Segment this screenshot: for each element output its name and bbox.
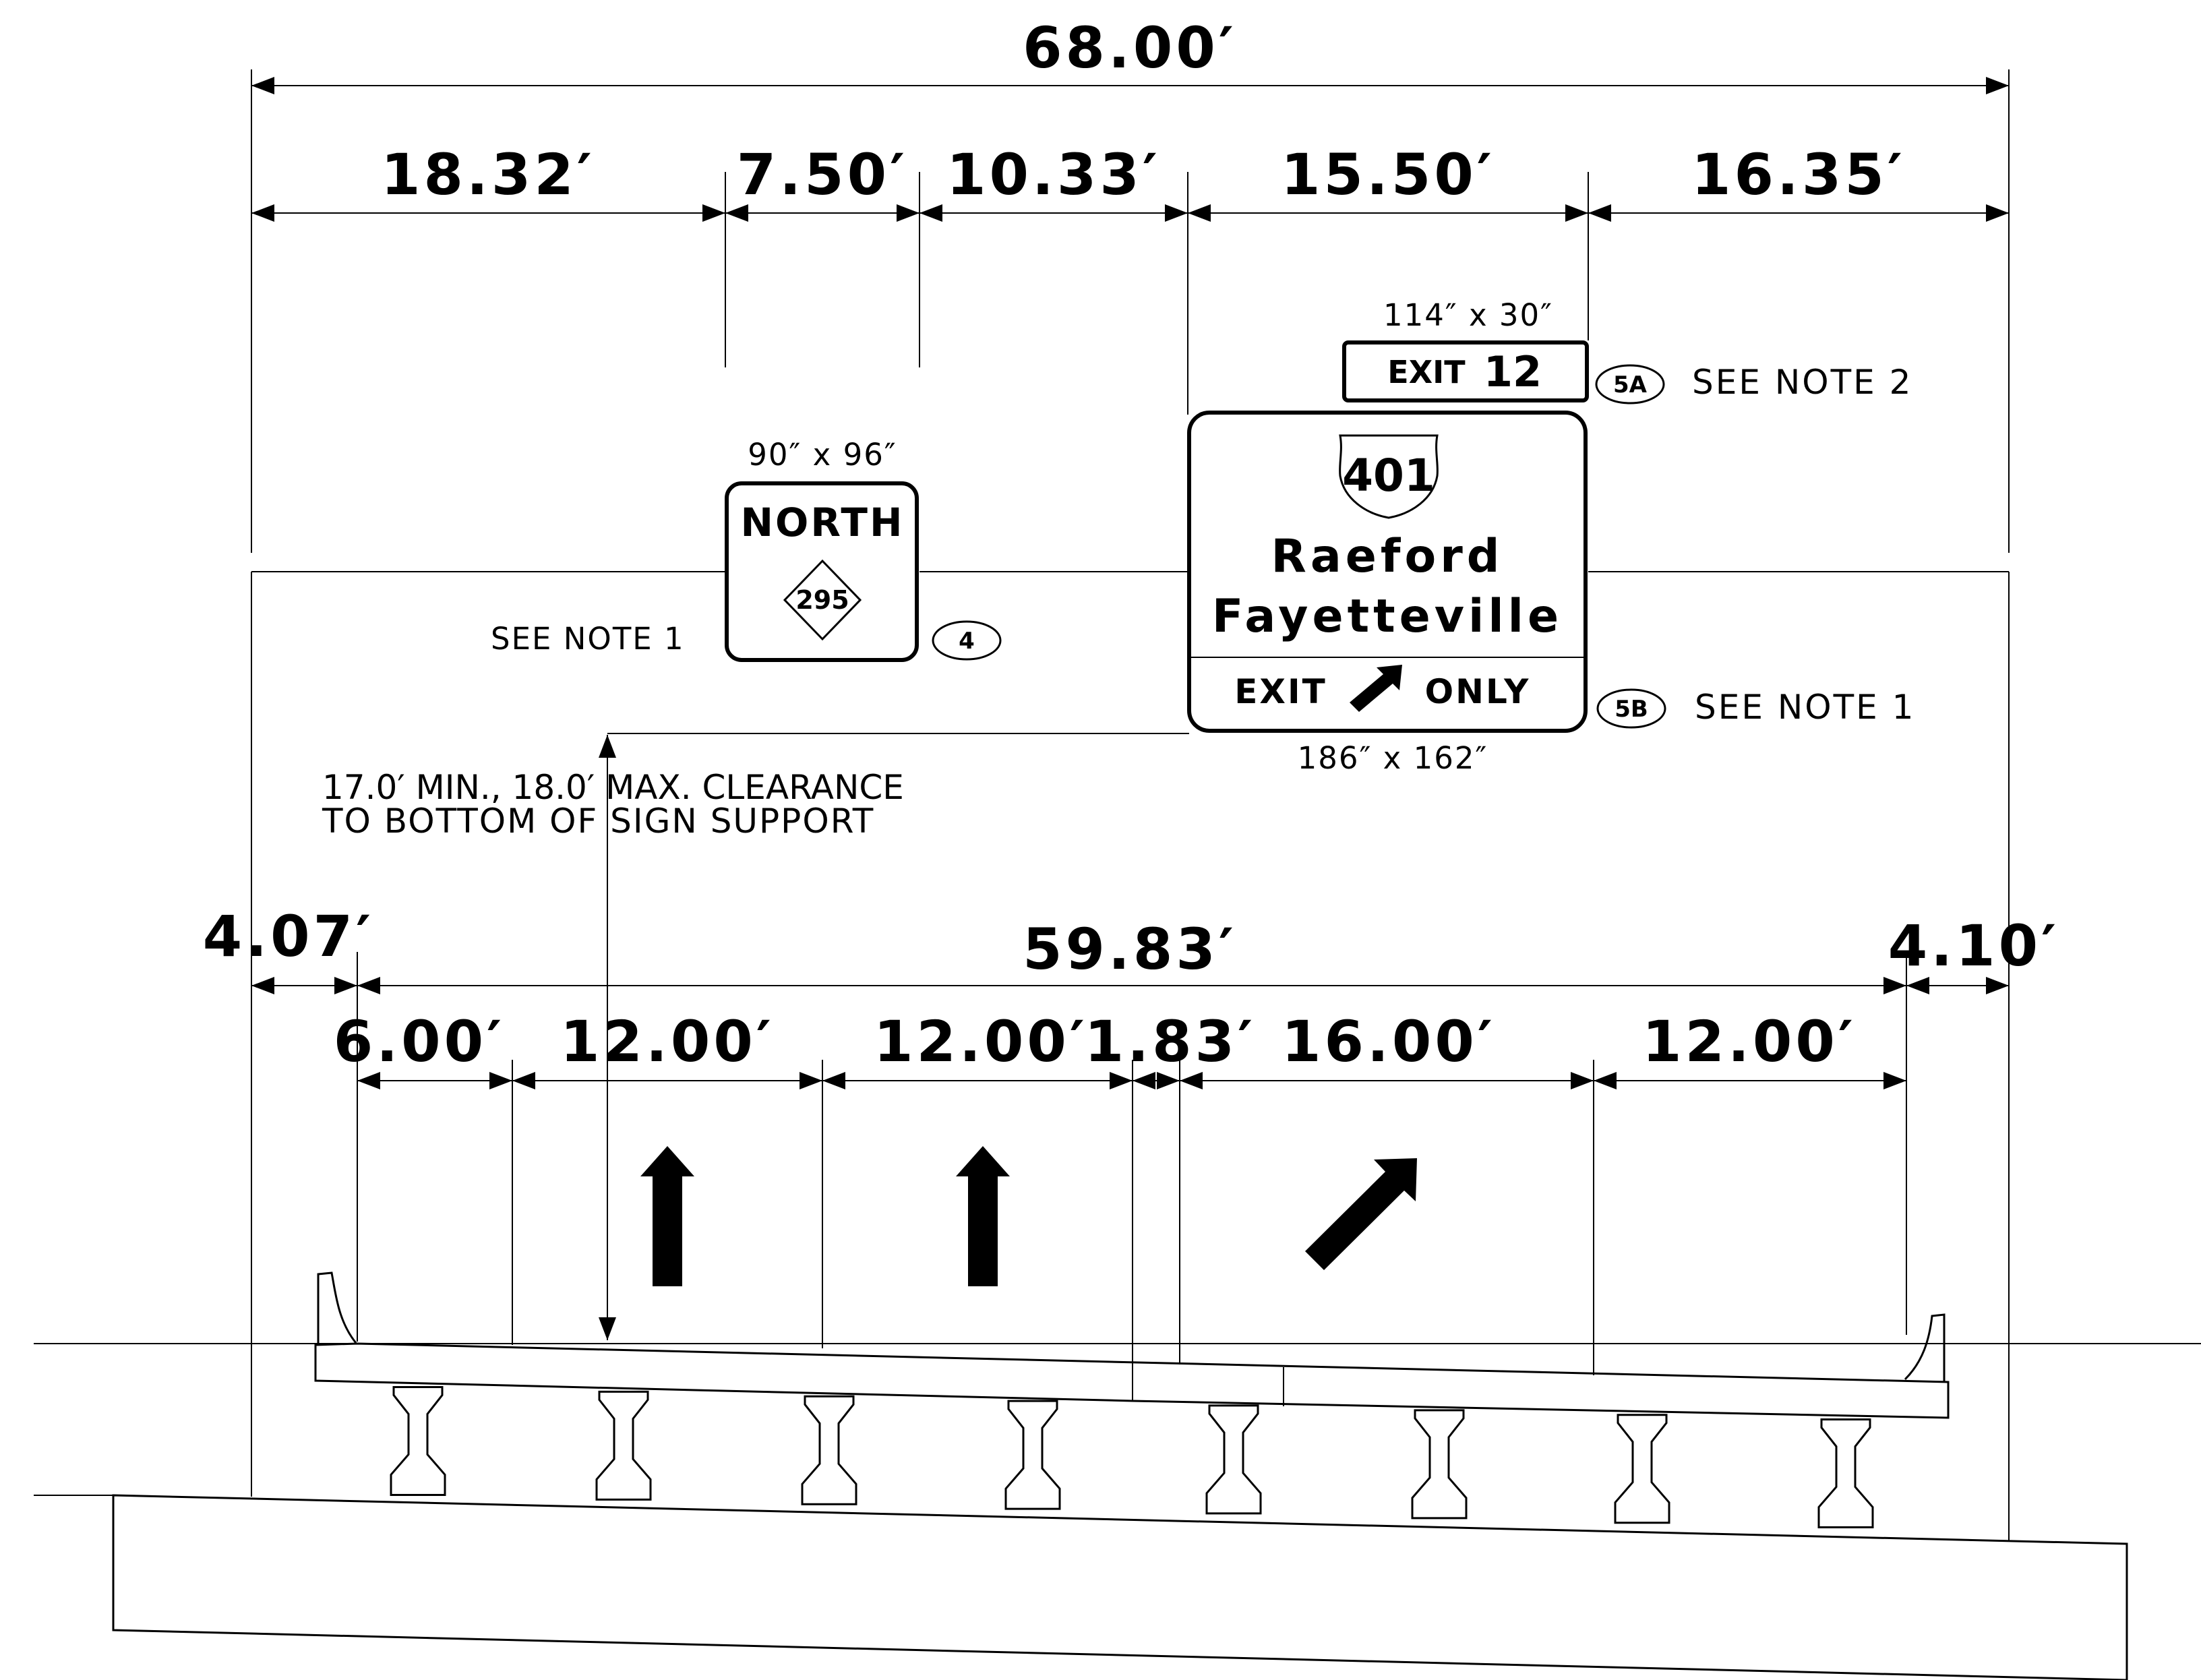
exit-only-arrow-icon xyxy=(1350,665,1402,712)
main-destination-line1: Raeford xyxy=(1271,530,1504,583)
main-sign-size: 186″ x 162″ xyxy=(1298,740,1488,776)
exit-12-tab-sign: 114″ x 30″ EXIT 12 5A SEE NOTE 2 xyxy=(1342,297,1912,404)
lane-dim-4-label: 1.83′ xyxy=(1085,1009,1256,1075)
main-sign-callout: 5B xyxy=(1615,696,1648,723)
girder-5 xyxy=(1205,1404,1262,1515)
segment-3-label: 10.33′ xyxy=(946,142,1161,208)
deck-dimensions: 59.83′ 4.07′ 4.10′ xyxy=(203,903,2059,994)
girder-3 xyxy=(801,1395,857,1505)
main-sign-callout-bubble xyxy=(1596,688,1666,729)
north-route-number: 295 xyxy=(795,585,849,615)
us-route-shield-icon xyxy=(1339,434,1439,519)
lane-dim-5-label: 16.00′ xyxy=(1282,1009,1496,1075)
bridge-cross-section xyxy=(34,1271,2201,1680)
top-segment-dimensions: 18.32′ 7.50′ 10.33′ 15.50′ 16.35′ xyxy=(251,142,2009,222)
north-sign-callout: 4 xyxy=(959,628,975,655)
exit-tab-callout-bubble xyxy=(1595,364,1665,404)
right-offset-label: 4.10′ xyxy=(1888,913,2059,979)
girder-2 xyxy=(595,1390,652,1501)
lane-dim-6-label: 12.00′ xyxy=(1642,1009,1857,1075)
lane-dim-3-label: 12.00′ xyxy=(874,1009,1088,1075)
right-barrier xyxy=(1904,1313,1946,1381)
girder-7 xyxy=(1614,1414,1670,1524)
segment-5-label: 16.35′ xyxy=(1691,142,1906,208)
lane-dim-2-label: 12.00′ xyxy=(560,1009,775,1075)
girder-6 xyxy=(1411,1409,1468,1520)
girder-4 xyxy=(1004,1400,1061,1510)
main-sign-panel xyxy=(1187,411,1588,733)
north-sign-callout-bubble xyxy=(932,620,1002,661)
north-sign-note: SEE NOTE 1 xyxy=(491,621,685,657)
main-destination-line2: Fayetteville xyxy=(1212,590,1563,643)
exit-tab-word: EXIT xyxy=(1387,354,1466,390)
overall-width-label: 68.00′ xyxy=(1023,15,1237,81)
deck-width-label: 59.83′ xyxy=(1023,916,1237,982)
girder-1 xyxy=(390,1385,446,1496)
overall-width-dimension: 68.00′ xyxy=(251,15,2009,94)
lane-dimensions: 6.00′ 12.00′ 12.00′ 1.83′ 16.00′ 12.00′ xyxy=(334,1009,1906,1089)
lane-arrows xyxy=(640,1146,1417,1286)
up-arrow-icon xyxy=(640,1146,694,1286)
exit-tab-size: 114″ x 30″ xyxy=(1383,297,1553,333)
segment-2-label: 7.50′ xyxy=(737,142,908,208)
main-route-number: 401 xyxy=(1342,450,1435,502)
bridge-deck xyxy=(314,1342,1950,1419)
clearance-note-line1: 17.0′ MIN., 18.0′ MAX. CLEARANCE xyxy=(322,768,904,807)
girder-8 xyxy=(1817,1418,1874,1529)
north-sign-size: 90″ x 96″ xyxy=(748,437,897,473)
exit-only-exit-word: EXIT xyxy=(1234,672,1327,711)
diagonal-right-arrow-icon xyxy=(1305,1158,1417,1270)
girders xyxy=(390,1385,1874,1529)
exit-tab-panel xyxy=(1342,340,1589,402)
exit-tab-note: SEE NOTE 2 xyxy=(1692,363,1912,402)
left-offset-label: 4.07′ xyxy=(203,903,374,969)
up-arrow-icon xyxy=(956,1146,1010,1286)
nc-route-diamond-icon xyxy=(783,559,862,641)
exit-tab-callout: 5A xyxy=(1613,371,1648,398)
exit-only-only-word: ONLY xyxy=(1425,672,1531,711)
raeford-fayetteville-sign: 401 Raeford Fayetteville EXIT ONLY 186″ … xyxy=(1187,411,1915,776)
main-sign-note: SEE NOTE 1 xyxy=(1695,688,1915,727)
clearance-note-line2: TO BOTTOM OF SIGN SUPPORT xyxy=(322,802,874,841)
north-cardinal-text: NORTH xyxy=(740,500,904,545)
north-295-sign: 90″ x 96″ NORTH 295 SEE NOTE 1 4 xyxy=(491,437,1002,662)
segment-4-label: 15.50′ xyxy=(1281,142,1495,208)
sign-support-frame xyxy=(251,571,2010,1540)
segment-1-label: 18.32′ xyxy=(381,142,595,208)
substructure-cap xyxy=(112,1494,2128,1680)
exit-tab-number: 12 xyxy=(1484,347,1542,396)
left-barrier xyxy=(317,1271,357,1344)
lane-dim-1-label: 6.00′ xyxy=(334,1009,505,1075)
vertical-clearance-dimension: 17.0′ MIN., 18.0′ MAX. CLEARANCE TO BOTT… xyxy=(322,733,1189,1340)
